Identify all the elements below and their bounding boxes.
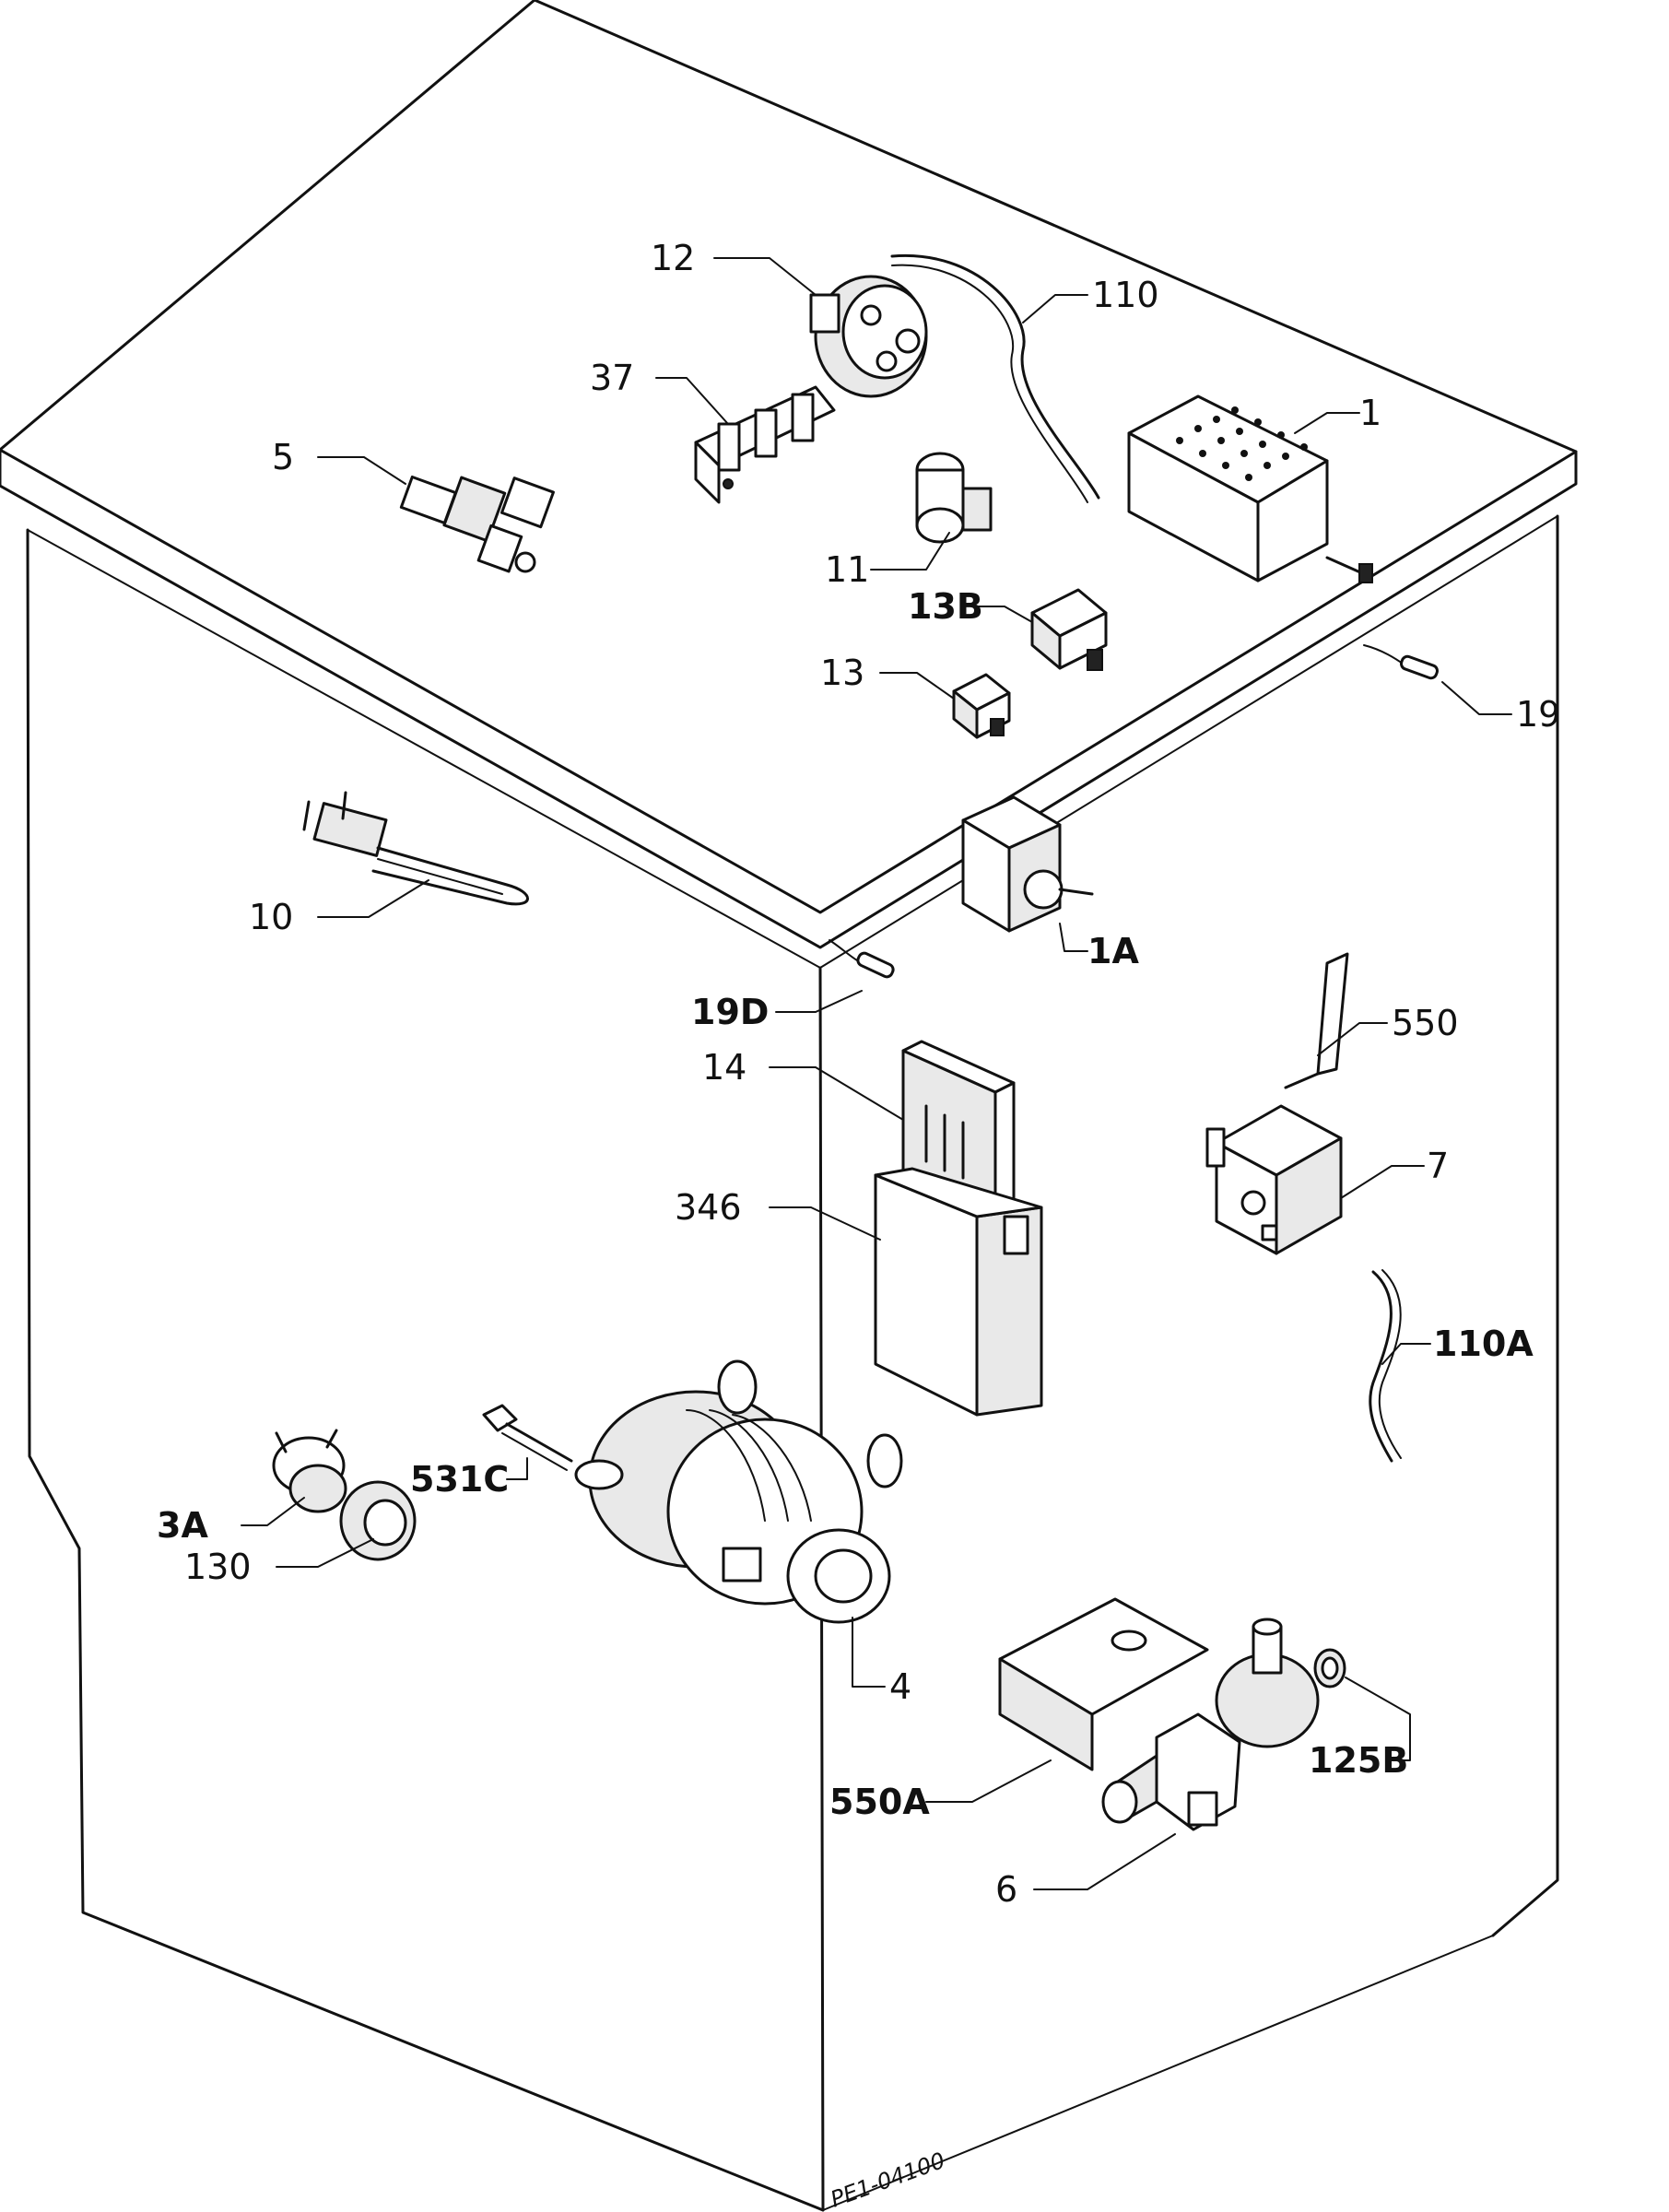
label-13: 13 <box>820 653 864 693</box>
part-7-door-lock <box>1205 1104 1343 1255</box>
cabinet-right-side <box>1491 514 1559 1937</box>
label-6: 6 <box>995 1869 1017 1910</box>
part-346-dispenser-housing <box>874 1167 1043 1417</box>
cabinet-top-inner-right <box>819 515 1558 969</box>
cabinet-base-right <box>822 1935 1494 2211</box>
part-1-timer <box>1127 394 1373 583</box>
part-550a-bracket <box>998 1597 1209 1771</box>
part-4-motor <box>574 1359 903 1624</box>
leader-lines <box>241 257 1512 1890</box>
label-531c: 531C <box>410 1459 509 1500</box>
part-110a-hose <box>1369 1270 1393 1463</box>
label-7: 7 <box>1427 1146 1449 1186</box>
label-550: 550 <box>1392 1003 1459 1043</box>
label-10: 10 <box>249 897 293 937</box>
label-1a: 1A <box>1087 931 1139 971</box>
label-125b: 125B <box>1309 1740 1408 1781</box>
part-19d-sensor <box>829 939 895 979</box>
part-labels: 12 110 37 1 5 11 13B 13 19 10 1A 550 19D… <box>157 238 1560 1910</box>
part-11-capacitor <box>915 452 993 544</box>
part-130-gasket <box>339 1480 417 1561</box>
part-19-sensor <box>1363 644 1439 680</box>
part-125b-seal <box>1313 1648 1346 1688</box>
part-1a-switch <box>961 795 1094 933</box>
label-13b: 13B <box>908 586 983 627</box>
cabinet-left-side <box>26 528 825 2212</box>
part-110-hose <box>890 253 1100 500</box>
label-11: 11 <box>825 549 869 590</box>
part-12-pressure-switch <box>809 275 928 398</box>
part-531c-bolt <box>482 1404 573 1471</box>
label-37: 37 <box>590 358 634 398</box>
label-346: 346 <box>675 1187 742 1228</box>
part-110a-hose-inner <box>1378 1269 1402 1459</box>
part-550-lever <box>1284 952 1349 1089</box>
label-14: 14 <box>702 1047 746 1088</box>
label-12: 12 <box>651 238 695 278</box>
part-10-heater <box>302 791 529 906</box>
cabinet-top-edge <box>0 448 1578 949</box>
label-19: 19 <box>1516 694 1560 735</box>
part-13b-connector <box>1030 588 1108 671</box>
cabinet-outline <box>0 0 1578 2212</box>
label-19d: 19D <box>691 992 769 1032</box>
label-550a: 550A <box>829 1782 930 1822</box>
label-110: 110 <box>1092 275 1159 315</box>
label-130: 130 <box>184 1547 252 1587</box>
label-4: 4 <box>889 1666 911 1707</box>
part-110-hose-inner <box>891 264 1088 503</box>
part-13-connector <box>952 673 1011 739</box>
label-5: 5 <box>272 437 294 477</box>
label-1: 1 <box>1359 393 1381 433</box>
label-3a: 3A <box>157 1505 208 1546</box>
reference-stamp: PE1-04100 <box>827 2147 948 2212</box>
part-3a-thermostat <box>272 1429 347 1513</box>
label-110a: 110A <box>1433 1324 1534 1364</box>
part-6-pump <box>1101 1618 1320 1831</box>
part-37-terminal-block <box>694 385 836 504</box>
cabinet-top-inner-left <box>27 529 821 969</box>
part-5-valve <box>399 475 555 573</box>
cabinet-top <box>0 0 1578 914</box>
